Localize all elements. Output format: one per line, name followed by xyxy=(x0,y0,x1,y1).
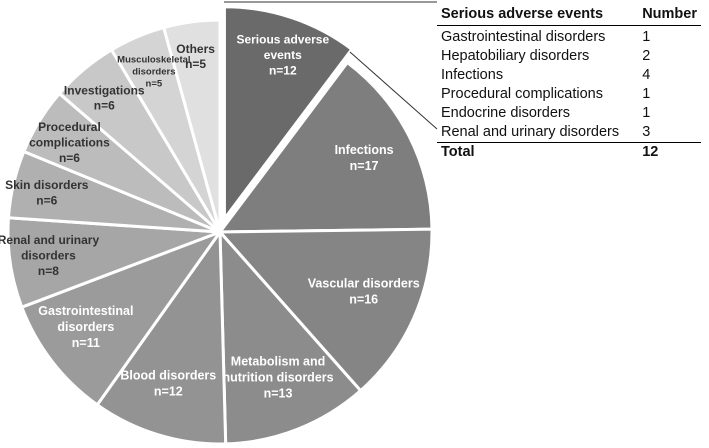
row-event-number: 3 xyxy=(642,124,651,140)
row-event-name: Procedural complications xyxy=(441,86,603,102)
row-event-number: 4 xyxy=(642,67,651,83)
connector-line-bottom xyxy=(349,51,438,130)
slice-category-label: Vascular disorders xyxy=(308,276,420,290)
row-event-name: Renal and urinary disorders xyxy=(441,124,620,140)
pie-slice-vascular-disorders xyxy=(216,227,434,393)
slice-category-label: nutrition disorders xyxy=(222,370,333,384)
slice-count-label: n=6 xyxy=(94,99,115,113)
row-event-name: Infections xyxy=(441,67,504,83)
slice-count-label: n=5 xyxy=(185,57,206,71)
slice-category-label: Metabolism and xyxy=(231,354,325,368)
table-header-row: Serious adverse events Number xyxy=(437,5,701,26)
slice-category-label: events xyxy=(264,48,302,62)
pie-slice-gastrointestinal-disorders xyxy=(19,228,225,407)
table-row: Endocrine disorders 1 xyxy=(437,104,701,123)
slice-count-label: n=6 xyxy=(59,151,80,165)
table-row: Procedural complications 1 xyxy=(437,85,701,104)
table-total-row: Total 12 xyxy=(437,142,701,162)
pie-slice-others xyxy=(161,18,222,233)
slice-category-label: disorders xyxy=(132,67,175,78)
total-label: Total xyxy=(437,142,639,162)
slice-count-label: n=6 xyxy=(36,193,57,207)
row-event-number: 1 xyxy=(642,86,651,102)
slice-category-label: disorders xyxy=(21,249,76,263)
slice-count-label: n=12 xyxy=(269,63,297,77)
slice-category-label: Investigations xyxy=(64,83,145,97)
slice-category-label: Skin disorders xyxy=(5,178,89,192)
slice-category-label: complications xyxy=(29,135,110,149)
column-header-event: Serious adverse events xyxy=(437,5,639,26)
pie-labels: Serious adverseeventsn=12Infectionsn=17V… xyxy=(0,33,420,401)
table-row: Gastrointestinal disorders 1 xyxy=(437,26,701,48)
row-event-name: Gastrointestinal disorders xyxy=(441,29,606,45)
pie-slice-serious-adverse-events xyxy=(222,5,354,224)
slice-count-label: n=5 xyxy=(146,79,163,90)
pie-slice-blood-disorders xyxy=(95,227,228,446)
pie-slice-infections xyxy=(216,60,434,234)
total-number: 12 xyxy=(638,142,701,162)
slice-category-label: Blood disorders xyxy=(120,368,216,382)
slice-count-label: n=11 xyxy=(72,336,100,350)
slice-category-label: Procedural xyxy=(38,120,101,134)
slice-count-label: n=16 xyxy=(349,292,378,306)
slice-category-label: Infections xyxy=(335,143,394,157)
slice-category-label: disorders xyxy=(57,320,114,334)
connector-lines xyxy=(224,1,438,130)
row-event-number: 2 xyxy=(642,48,651,64)
row-event-number: 1 xyxy=(642,29,651,45)
slice-count-label: n=13 xyxy=(264,386,293,400)
pie-slice-metabolism-and-nutrition-disorders xyxy=(218,227,363,446)
slice-category-label: Others xyxy=(176,42,215,56)
row-event-name: Hepatobiliary disorders xyxy=(441,48,590,64)
serious-adverse-events-table: Serious adverse events Number Gastrointe… xyxy=(437,5,701,162)
table-row: Infections 4 xyxy=(437,66,701,85)
table-row: Renal and urinary disorders 3 xyxy=(437,123,701,143)
pie-slices xyxy=(6,5,434,446)
slice-count-label: n=17 xyxy=(350,159,379,173)
slice-category-label: Gastrointestinal xyxy=(38,304,133,318)
slice-count-label: n=8 xyxy=(38,264,59,278)
table-row: Hepatobiliary disorders 2 xyxy=(437,47,701,66)
row-event-number: 1 xyxy=(642,105,651,121)
slice-count-label: n=12 xyxy=(154,384,183,398)
slice-category-label: Renal and urinary xyxy=(0,233,99,247)
row-event-name: Endocrine disorders xyxy=(441,105,570,121)
slice-category-label: Serious adverse xyxy=(236,33,329,47)
slice-category-label: Musculoskeletal xyxy=(117,54,190,65)
column-header-number: Number xyxy=(638,5,701,26)
